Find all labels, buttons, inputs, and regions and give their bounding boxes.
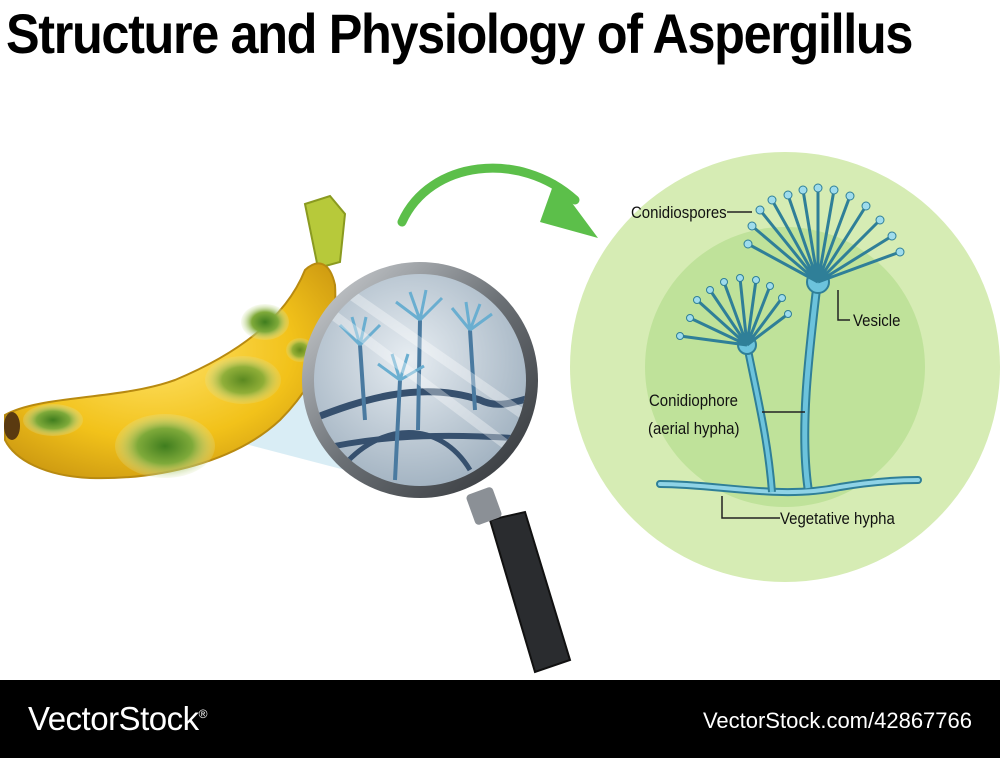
label-aerial-hypha: (aerial hypha) bbox=[648, 419, 740, 438]
banana-stem bbox=[303, 194, 347, 270]
brand-logo: VectorStock® bbox=[28, 700, 207, 738]
mold-spot bbox=[115, 414, 215, 478]
magnifier-handle bbox=[488, 510, 572, 674]
banana-tip bbox=[4, 412, 20, 440]
magnifier-neck bbox=[466, 487, 502, 525]
conidiospores-short bbox=[679, 277, 789, 347]
image-id: VectorStock.com/42867766 bbox=[702, 708, 972, 733]
banana-body bbox=[4, 262, 337, 480]
aspergillus-fungus bbox=[656, 183, 922, 497]
mold-spot bbox=[205, 356, 281, 404]
curved-arrow-icon bbox=[397, 163, 598, 238]
magnifying-glass-icon bbox=[302, 262, 572, 674]
mold-spot bbox=[241, 304, 289, 340]
page-title: Structure and Physiology of Aspergillus bbox=[6, 2, 913, 65]
mold-spot bbox=[23, 404, 83, 436]
footer-bar: VectorStock® VectorStock.com/42867766 bbox=[0, 680, 1000, 758]
detail-circle-inner bbox=[645, 227, 925, 507]
aspergillus-diagram bbox=[4, 152, 1000, 674]
registered-mark: ® bbox=[198, 707, 208, 721]
label-conidiophore: Conidiophore bbox=[649, 391, 739, 410]
label-vegetative-hypha: Vegetative hypha bbox=[780, 509, 895, 528]
moldy-banana-illustration bbox=[4, 194, 347, 480]
label-leader-lines bbox=[721, 211, 850, 519]
label-conidiospores: Conidiospores bbox=[631, 203, 727, 222]
leader-vesicle bbox=[837, 290, 850, 321]
conidiospores-short-beads bbox=[676, 274, 792, 340]
leader-vegetative-hypha bbox=[721, 496, 780, 519]
label-vesicle: Vesicle bbox=[853, 311, 901, 330]
brand-name: VectorStock bbox=[28, 700, 199, 737]
conidiospores-tall-beads bbox=[743, 183, 905, 257]
conidiospores-tall bbox=[747, 188, 901, 284]
